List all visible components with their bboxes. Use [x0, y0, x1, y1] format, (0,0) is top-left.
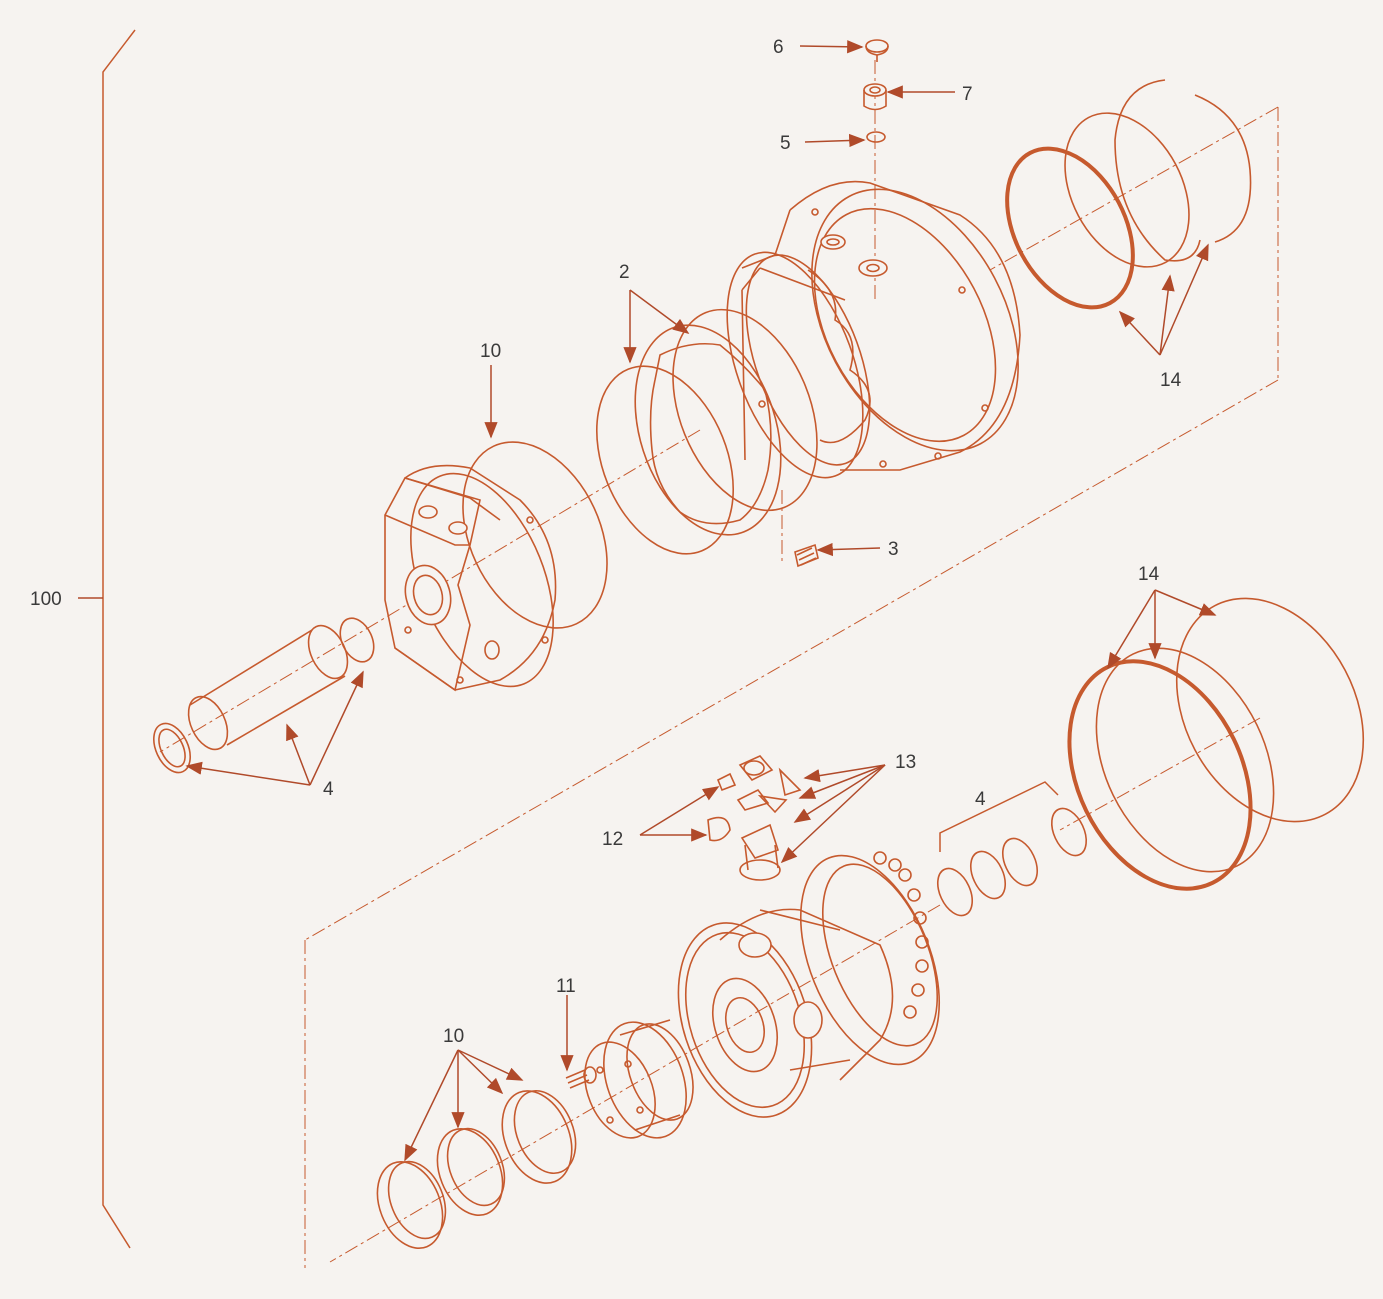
leader-lines	[185, 40, 1217, 1162]
set-screw-part	[565, 1066, 597, 1089]
o-ring-seal-10-upper	[462, 441, 608, 629]
label-2: 2	[619, 262, 630, 283]
label-14-lower: 14	[1138, 564, 1160, 585]
label-7: 7	[962, 84, 973, 105]
screw-part	[794, 543, 819, 568]
sleeve-part	[187, 624, 349, 751]
key-parts	[707, 772, 737, 842]
bearing-race	[799, 851, 941, 1066]
o-ring-large	[672, 308, 818, 512]
motor-housing	[726, 180, 1021, 479]
ring-set-lower	[936, 781, 1088, 917]
label-10-upper: 10	[480, 341, 501, 362]
flange-disc	[584, 1041, 656, 1139]
label-12: 12	[602, 829, 623, 850]
label-6: 6	[773, 37, 784, 58]
label-14-upper: 14	[1160, 370, 1182, 391]
keeper-parts	[736, 755, 802, 881]
cap-part	[865, 39, 889, 62]
piston-drum	[603, 1019, 694, 1139]
assembly-bracket	[78, 29, 136, 1249]
wavy-gasket	[634, 324, 782, 536]
label-4-upper: 4	[323, 779, 334, 800]
front-cover	[384, 464, 557, 692]
label-13: 13	[895, 752, 916, 773]
label-4-lower: 4	[975, 789, 986, 810]
label-3: 3	[888, 539, 899, 560]
label-100: 100	[30, 589, 62, 610]
callout-labels: 6 7 5 2 10 3 14 100 4 14 13 12 4 11 10	[30, 37, 1182, 1047]
o-ring-front	[595, 365, 735, 555]
label-5: 5	[780, 133, 791, 154]
label-11: 11	[556, 976, 576, 997]
label-10-lower: 10	[443, 1026, 464, 1047]
ring-kit-lower	[1067, 597, 1365, 891]
fitting-part	[863, 83, 887, 111]
seal-rings-lower	[376, 1089, 577, 1250]
ring-kit-upper	[1005, 79, 1252, 310]
snap-ring-small	[153, 722, 191, 774]
washer-part	[866, 131, 886, 143]
rotor-hub	[677, 908, 894, 1118]
o-ring-small	[339, 617, 375, 663]
